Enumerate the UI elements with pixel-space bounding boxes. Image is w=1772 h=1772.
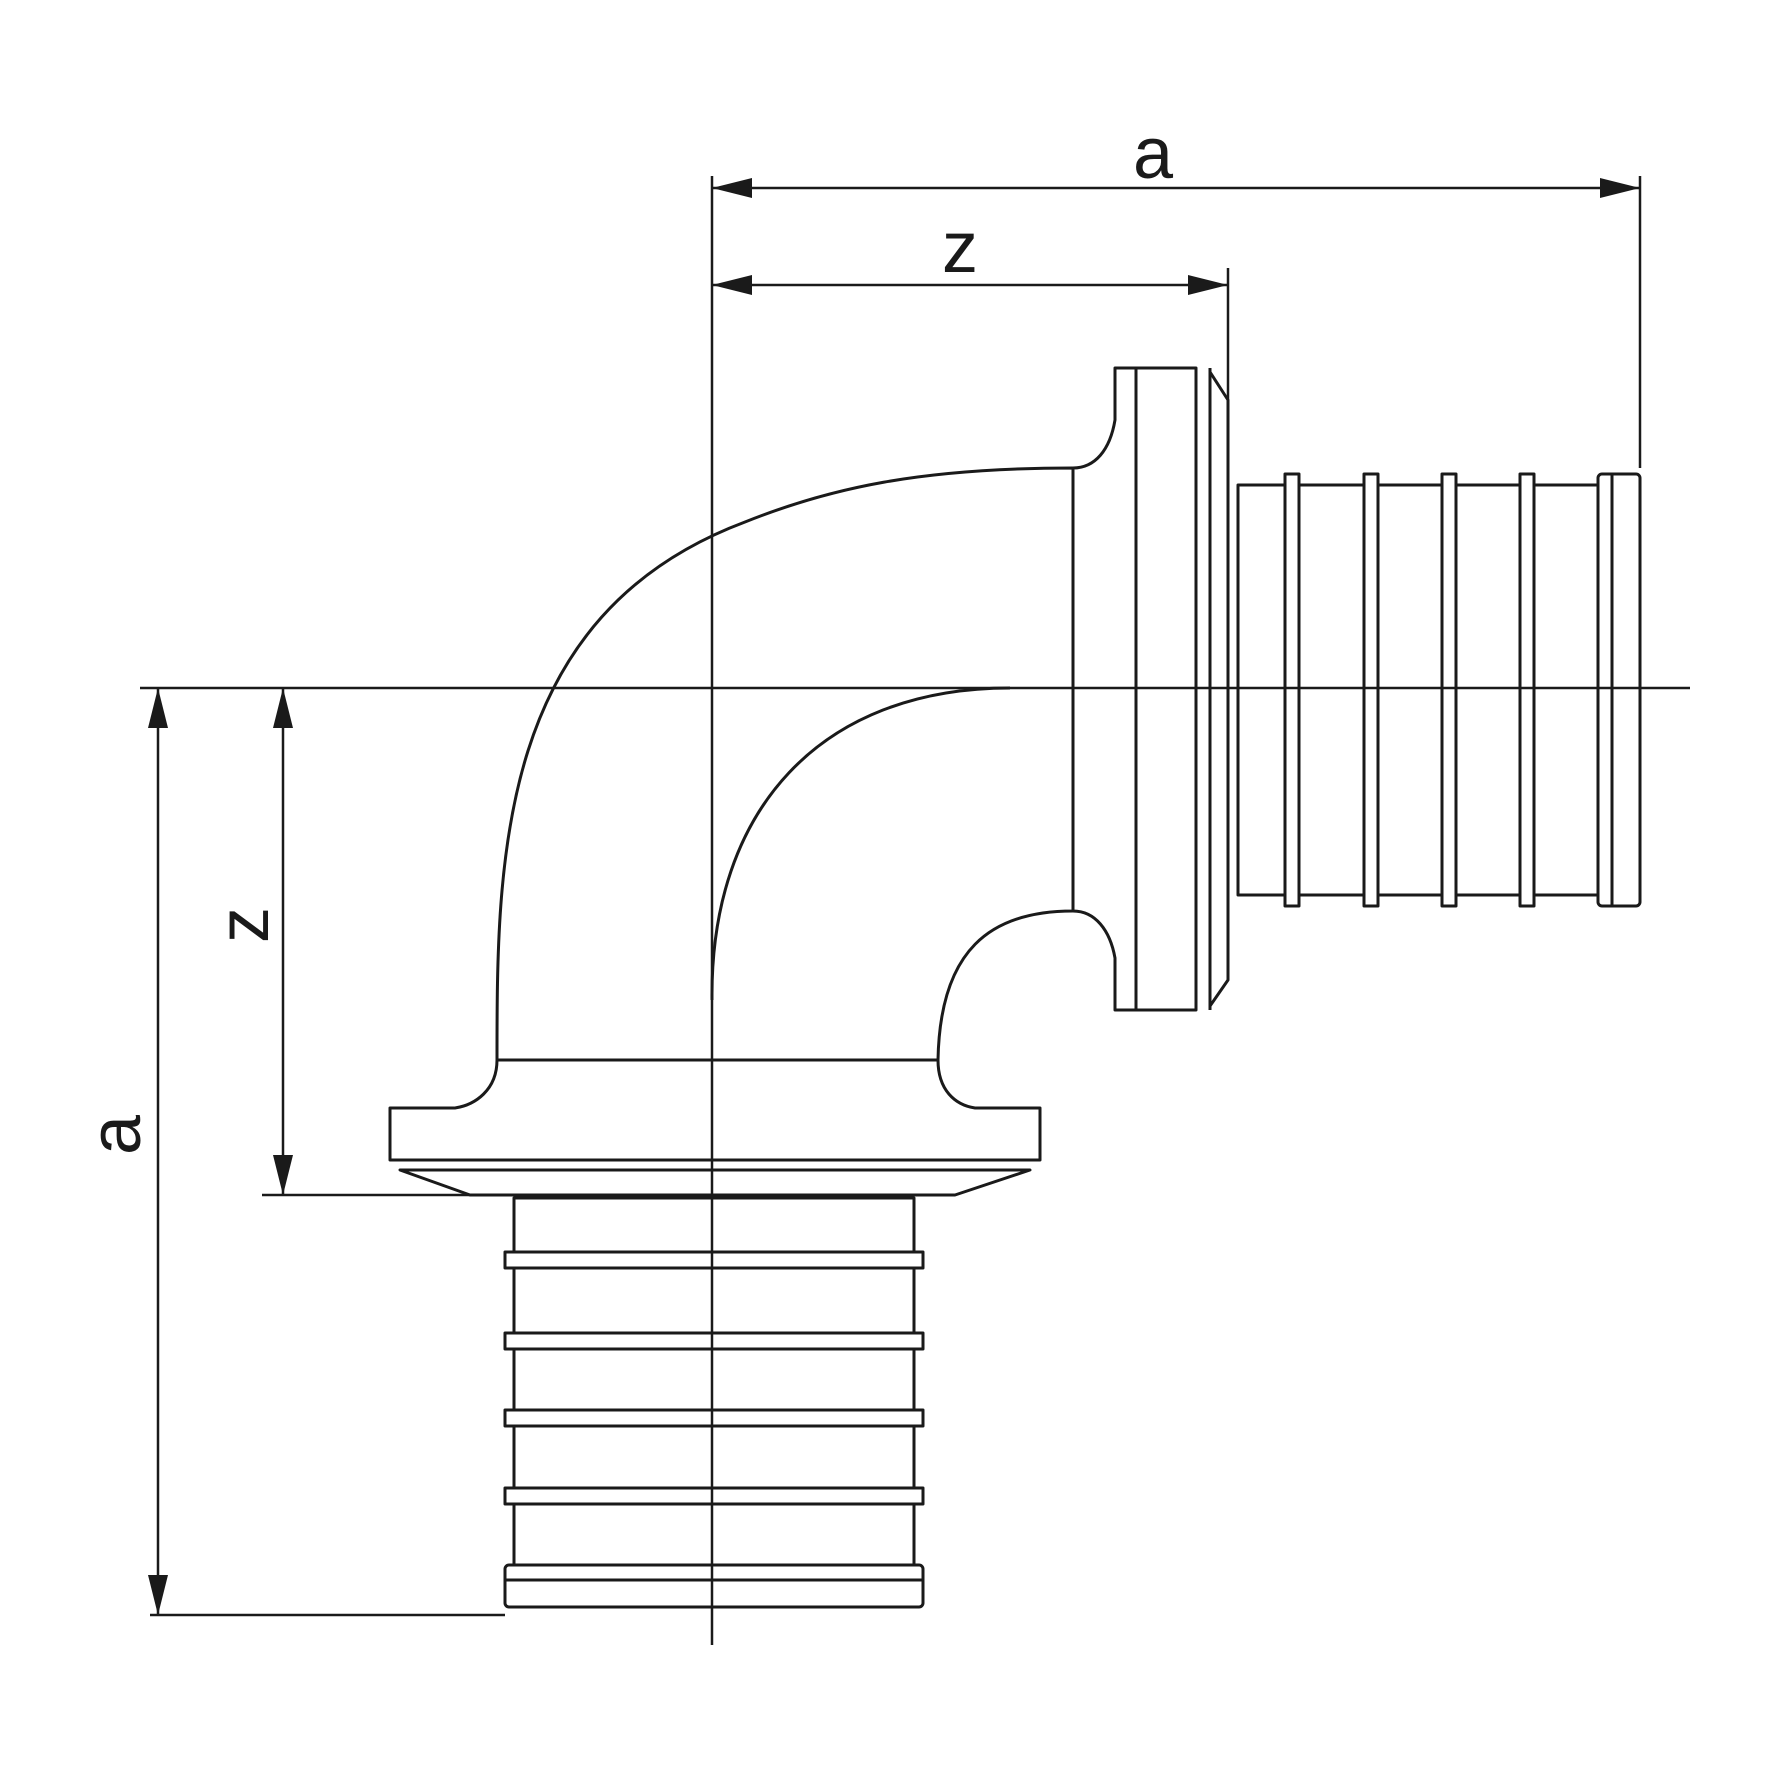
label-left-a: a — [76, 1114, 156, 1155]
label-left-z: z — [204, 907, 284, 943]
label-top-z: z — [942, 208, 978, 288]
label-top-a: a — [1133, 114, 1174, 194]
bottom-outlet — [388, 1058, 1042, 1609]
elbow-body — [495, 466, 1075, 1062]
center-lines — [140, 176, 1690, 1645]
dimension-left-z — [262, 688, 470, 1197]
dimension-top-z — [712, 268, 1230, 458]
dimension-top-a — [712, 176, 1642, 468]
dimension-left-a — [148, 688, 505, 1617]
